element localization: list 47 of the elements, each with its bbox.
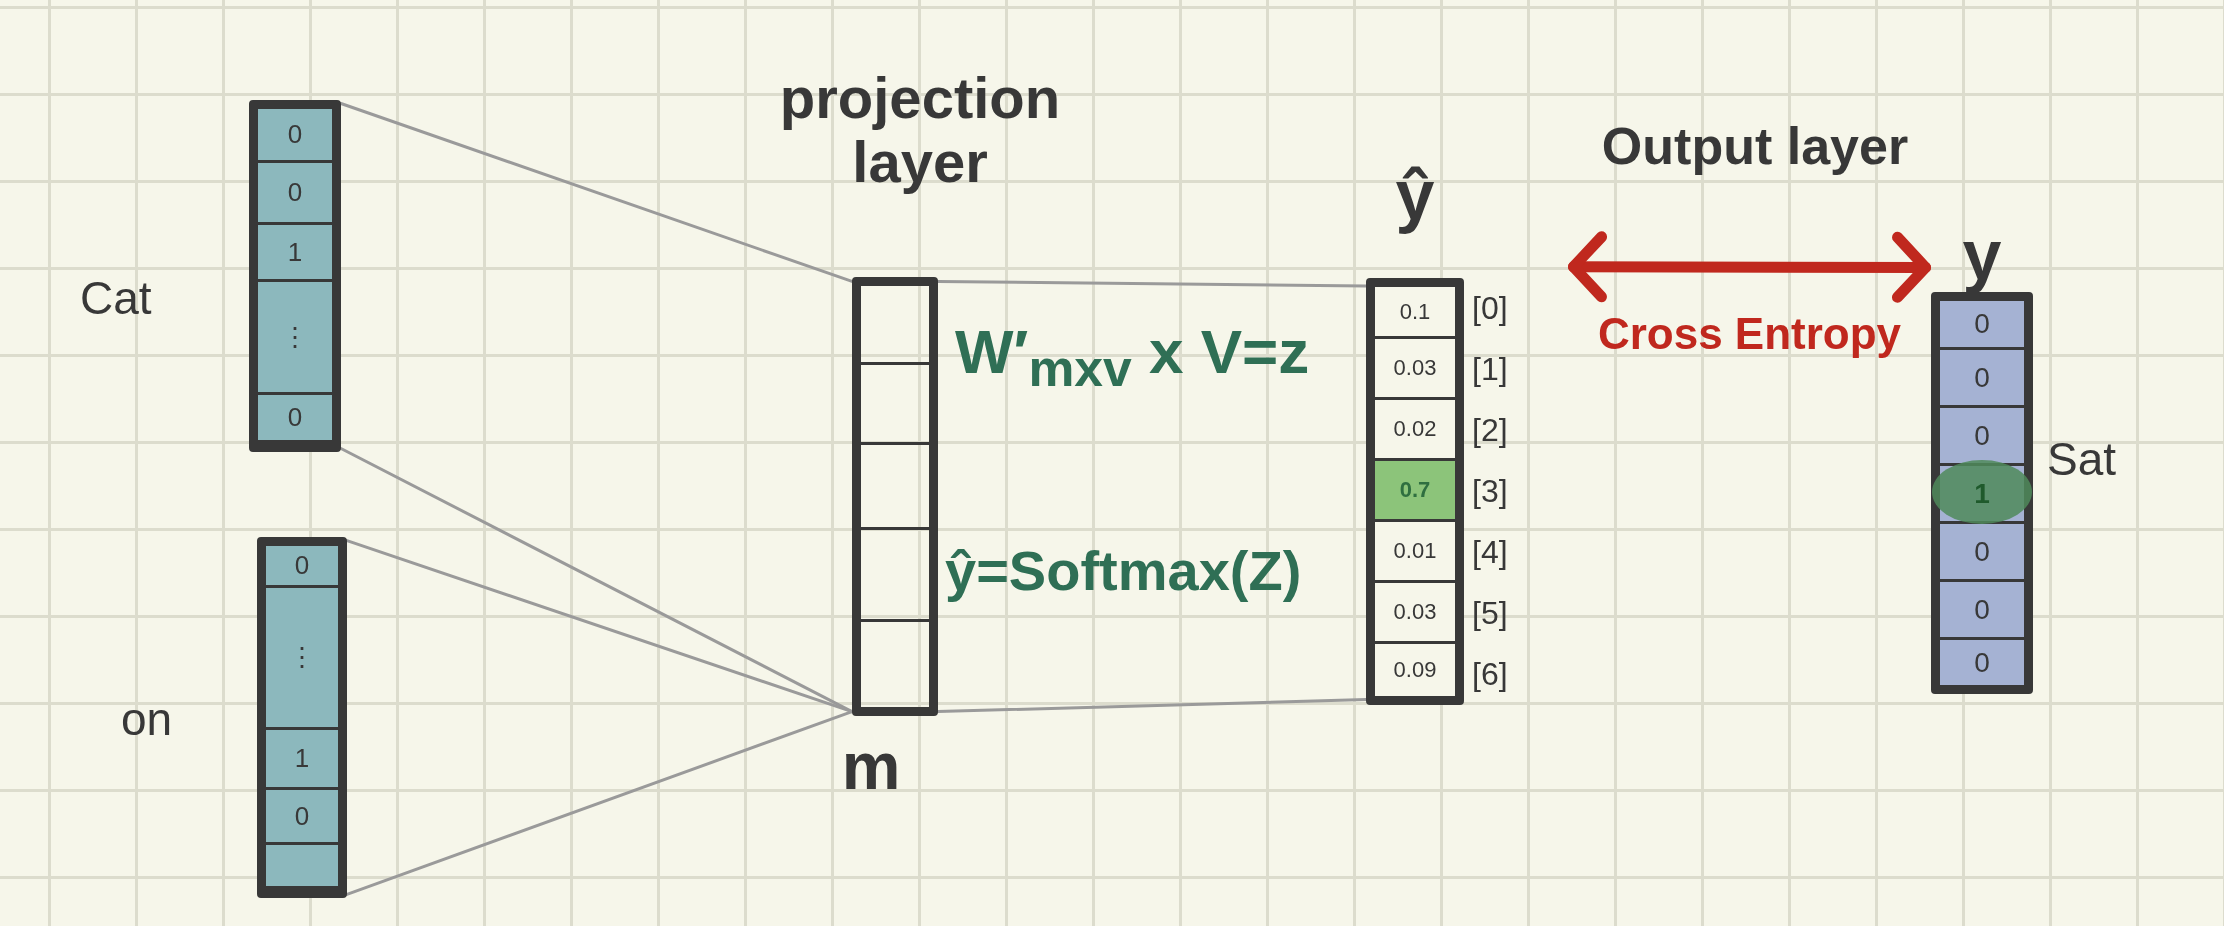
cell-value: 0.03 bbox=[1393, 599, 1437, 625]
layer-title: Output layer bbox=[1600, 118, 1910, 176]
index-label: [2] bbox=[1472, 412, 1508, 449]
word-label: Cat bbox=[80, 271, 152, 325]
cell-value: 0 bbox=[287, 402, 303, 433]
index-label: [6] bbox=[1472, 656, 1508, 693]
index-label: [1] bbox=[1472, 351, 1508, 388]
cell-value: 1 bbox=[287, 236, 303, 268]
cell-value: 0 bbox=[1974, 593, 1990, 626]
formula: ŷ=Softmax(Z) bbox=[945, 540, 1303, 602]
double-arrow bbox=[1568, 231, 1931, 303]
index-label: [4] bbox=[1472, 534, 1508, 571]
layer-title: projection layer bbox=[778, 66, 1062, 194]
cell-value: 0.01 bbox=[1393, 538, 1437, 564]
cell-value: 0 bbox=[1974, 646, 1990, 679]
word-label: on bbox=[121, 692, 173, 746]
cell-value: ⋮ bbox=[282, 321, 308, 353]
cell-value: 0.09 bbox=[1393, 657, 1437, 683]
connector-line bbox=[345, 710, 854, 896]
cell-value: 0 bbox=[294, 550, 310, 581]
cell-value: 0 bbox=[294, 800, 310, 832]
cell-value: ⋮ bbox=[289, 642, 315, 673]
connector-line bbox=[936, 698, 1368, 714]
cell-value: 0 bbox=[287, 177, 303, 208]
cell-value: 0.1 bbox=[1399, 298, 1431, 325]
connector-line bbox=[339, 102, 854, 283]
cell-value: 0 bbox=[1974, 308, 1990, 340]
edge-label: Cross Entropy bbox=[1597, 309, 1902, 360]
cell-value: 0 bbox=[1974, 419, 1990, 452]
vector-heading: y bbox=[1961, 220, 2003, 290]
cell-value: 1 bbox=[1974, 477, 1990, 510]
cell-value: 0.03 bbox=[1393, 355, 1437, 381]
cell-value: 1 bbox=[294, 743, 310, 774]
connector-line bbox=[936, 279, 1368, 288]
connector-line bbox=[345, 539, 854, 714]
cell-value: 0 bbox=[1974, 361, 1990, 394]
cell-value: 0 bbox=[1974, 535, 1990, 568]
dimension-label: m bbox=[840, 730, 902, 803]
word-label: Sat bbox=[2047, 432, 2117, 486]
index-label: [5] bbox=[1472, 595, 1508, 632]
index-label: [0] bbox=[1472, 290, 1508, 327]
cell-value: 0.7 bbox=[1399, 477, 1431, 503]
cell-value: 0.02 bbox=[1393, 416, 1437, 442]
cell-value: 0 bbox=[287, 119, 303, 150]
formula: W′$_{mxv}$ x V=z bbox=[955, 318, 1311, 398]
index-label: [3] bbox=[1472, 473, 1508, 510]
vector-column bbox=[852, 277, 938, 716]
